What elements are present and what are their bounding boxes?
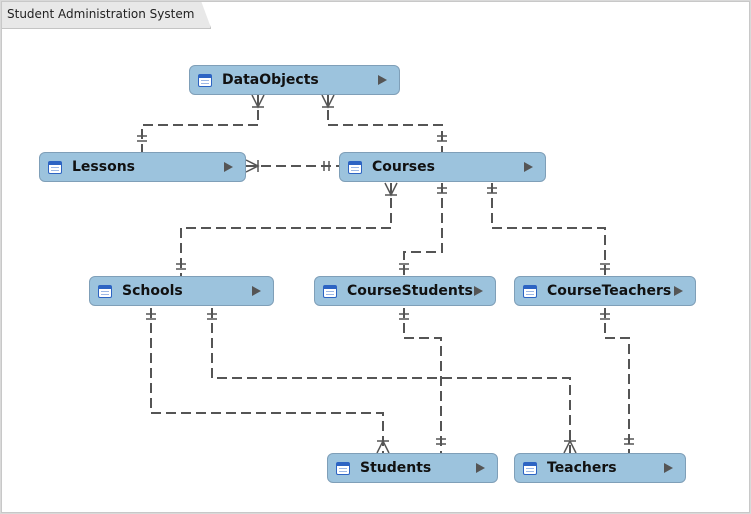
- table-icon: [198, 73, 212, 87]
- entity-label: CourseStudents: [347, 283, 473, 299]
- one-marker: [176, 263, 186, 270]
- one-marker: [399, 263, 409, 270]
- crows-foot-marker: [321, 94, 335, 109]
- entity-label: Teachers: [547, 460, 617, 476]
- crows-foot-marker: [384, 182, 398, 197]
- one-marker: [137, 135, 147, 142]
- entity-schools[interactable]: Schools: [89, 276, 274, 306]
- entity-label: CourseTeachers: [547, 283, 672, 299]
- table-icon: [323, 284, 337, 298]
- expand-arrow-icon[interactable]: [224, 162, 233, 172]
- one-marker: [146, 313, 156, 320]
- one-marker: [624, 438, 634, 445]
- rel-schools-teachers[interactable]: [211, 308, 571, 453]
- rel-schools-students[interactable]: [150, 308, 384, 453]
- entity-label: Schools: [122, 283, 183, 299]
- one-marker: [399, 313, 409, 320]
- expand-arrow-icon[interactable]: [664, 463, 673, 473]
- entity-label: Students: [360, 460, 432, 476]
- rel-lessons-dataobjects[interactable]: [141, 95, 259, 154]
- crows-foot-marker: [251, 94, 265, 109]
- one-marker: [600, 313, 610, 320]
- entity-coursestudents[interactable]: CourseStudents: [314, 276, 496, 306]
- expand-arrow-icon[interactable]: [674, 286, 683, 296]
- rel-courses-dataobjects[interactable]: [327, 95, 443, 154]
- diagram-title-tab[interactable]: Student Administration System: [2, 2, 211, 29]
- expand-arrow-icon[interactable]: [252, 286, 261, 296]
- entity-label: Lessons: [72, 159, 135, 175]
- expand-arrow-icon[interactable]: [378, 75, 387, 85]
- crows-foot-marker: [245, 159, 260, 173]
- entity-lessons[interactable]: Lessons: [39, 152, 246, 182]
- rel-courses-coursestudents[interactable]: [403, 183, 443, 278]
- one-marker: [600, 263, 610, 270]
- entity-teachers[interactable]: Teachers: [514, 453, 686, 483]
- crows-foot-marker: [563, 439, 577, 454]
- table-icon: [336, 461, 350, 475]
- entity-courseteachers[interactable]: CourseTeachers: [514, 276, 696, 306]
- table-icon: [98, 284, 112, 298]
- table-icon: [523, 461, 537, 475]
- entity-label: DataObjects: [222, 72, 319, 88]
- one-marker: [207, 313, 217, 320]
- expand-arrow-icon[interactable]: [474, 286, 483, 296]
- table-icon: [48, 160, 62, 174]
- entity-dataobjects[interactable]: DataObjects: [189, 65, 400, 95]
- entity-courses[interactable]: Courses: [339, 152, 546, 182]
- entity-label: Courses: [372, 159, 435, 175]
- diagram-title: Student Administration System: [7, 7, 195, 21]
- crows-foot-marker: [376, 439, 390, 454]
- rel-coursestudents-students[interactable]: [403, 308, 442, 453]
- rel-schools-courses[interactable]: [180, 183, 392, 278]
- expand-arrow-icon[interactable]: [476, 463, 485, 473]
- entity-students[interactable]: Students: [327, 453, 498, 483]
- one-marker: [323, 161, 330, 171]
- one-marker: [437, 135, 447, 142]
- one-marker: [487, 187, 497, 194]
- table-icon: [348, 160, 362, 174]
- one-marker: [436, 438, 446, 445]
- one-marker: [437, 187, 447, 194]
- expand-arrow-icon[interactable]: [524, 162, 533, 172]
- rel-courses-courseteachers[interactable]: [491, 183, 606, 278]
- rel-courseteachers-teachers[interactable]: [604, 308, 630, 453]
- table-icon: [523, 284, 537, 298]
